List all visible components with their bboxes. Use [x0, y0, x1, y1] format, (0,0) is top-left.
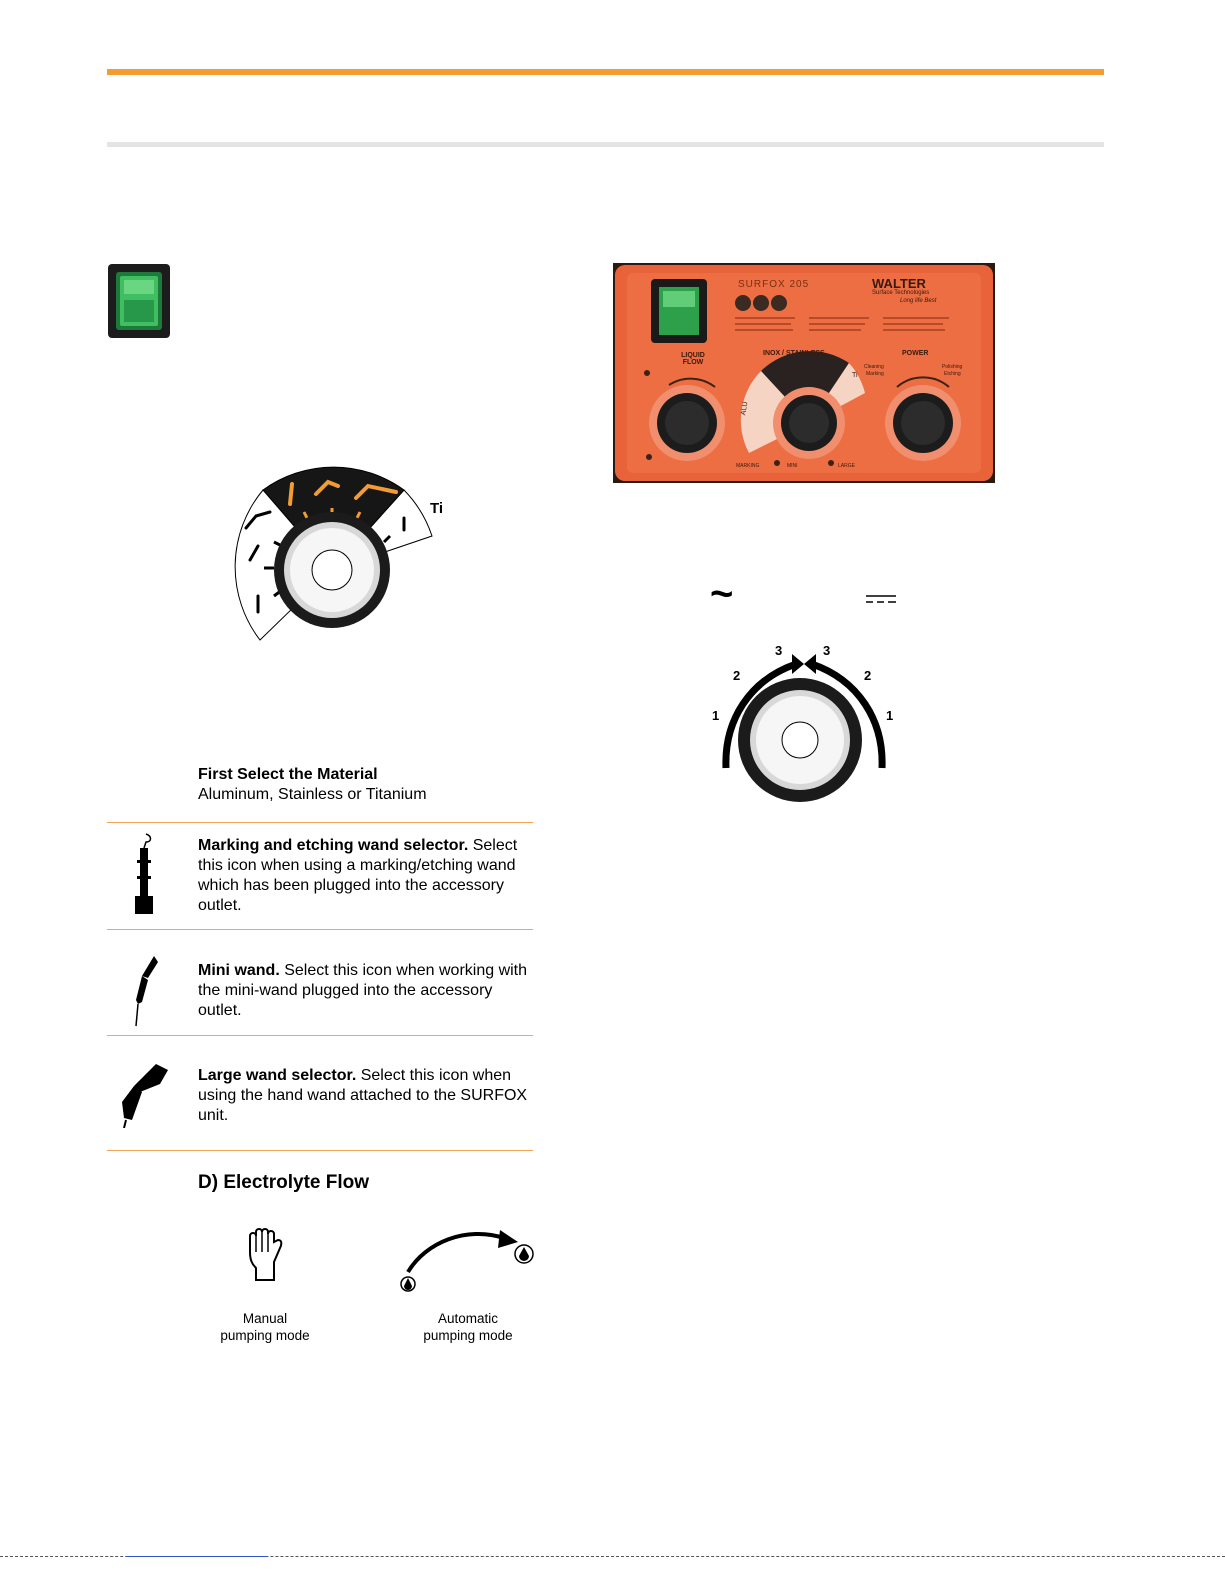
panel-etching-label: Etching: [944, 371, 961, 377]
divider-line: [107, 1150, 533, 1151]
ac-symbol-icon: ~: [710, 572, 734, 616]
panel-liquid-flow-label: LIQUID FLOW: [675, 352, 711, 366]
power-switch-icon: [108, 264, 170, 338]
footer-link-underline[interactable]: [126, 1556, 267, 1557]
marking-wand-title: Marking and etching wand selector.: [198, 837, 469, 854]
left-number-1: 1: [712, 708, 720, 723]
electrolyte-heading: D) Electrolyte Flow: [198, 1172, 370, 1193]
large-wand-text: Select this icon when using the hand wan…: [198, 1067, 528, 1124]
material-dial-illustration: [234, 466, 433, 641]
panel-power-label: POWER: [902, 350, 929, 357]
mini-wand-description: Mini wand. Select this icon when working…: [198, 961, 533, 1021]
panel-model: SURFOX 205: [738, 279, 810, 290]
panel-cleaning-label: Cleaning: [864, 364, 884, 370]
panel-marking-label: Marking: [866, 371, 884, 377]
hand-icon: [249, 1228, 283, 1281]
automatic-caption-line2: pumping mode: [423, 1328, 513, 1343]
panel-polishing-label: Polishing: [942, 364, 963, 370]
divider-line: [107, 929, 533, 930]
mini-wand-title: Mini wand.: [198, 962, 280, 979]
marking-wand-text: Select this icon when using a marking/et…: [198, 837, 518, 914]
panel-flow-label: FLOW: [682, 359, 704, 366]
large-wand-title: Large wand selector.: [198, 1067, 357, 1084]
marking-wand-icon: [135, 833, 153, 914]
panel-bottom-marking: MARKING: [736, 463, 760, 469]
titanium-label: Ti: [430, 500, 444, 517]
header-grey-rule: [107, 142, 1104, 147]
mini-wand-text: Select this icon when working with the m…: [198, 962, 528, 1019]
panel-bottom-large: LARGE: [838, 463, 855, 469]
material-section: First Select the Material Aluminum, Stai…: [198, 765, 528, 805]
mini-wand-icon: [135, 956, 158, 1027]
panel-liquid-label: LIQUID: [681, 352, 705, 359]
right-number-1: 1: [886, 708, 894, 723]
divider-line: [107, 1035, 533, 1036]
panel-inox-label: INOX / STAINLESS: [763, 350, 825, 357]
manual-caption-line1: Manual: [242, 1311, 288, 1326]
right-number-2: 2: [864, 668, 872, 683]
panel-brand-tag: Long life Best: [900, 298, 937, 304]
large-wand-icon: [122, 1064, 168, 1128]
panel-bottom-mini: MINI: [787, 463, 798, 469]
material-title: First Select the Material: [198, 766, 378, 783]
power-dial-illustration: [722, 654, 886, 802]
marking-wand-description: Marking and etching wand selector. Selec…: [198, 836, 533, 916]
manual-mode-caption: Manual pumping mode: [200, 1310, 330, 1344]
panel-brand-sub: Surface Technologies: [872, 290, 930, 296]
panel-brand: WALTER: [872, 276, 926, 291]
left-number-2: 2: [733, 668, 741, 683]
panel-ti-label: Ti: [852, 372, 858, 379]
left-number-3: 3: [775, 643, 783, 658]
automatic-flow-arrow-icon: [400, 1230, 534, 1292]
right-number-3: 3: [823, 643, 831, 658]
manual-caption-line2: pumping mode: [220, 1328, 310, 1343]
material-subtitle: Aluminum, Stainless or Titanium: [198, 786, 427, 803]
control-panel-photo: [613, 263, 995, 483]
automatic-caption-line1: Automatic: [437, 1311, 499, 1326]
large-wand-description: Large wand selector. Select this icon wh…: [198, 1066, 533, 1126]
header-accent-rule: [107, 69, 1104, 75]
page-bottom-border: [0, 1556, 1225, 1557]
divider-line: [107, 822, 533, 823]
automatic-mode-caption: Automatic pumping mode: [403, 1310, 533, 1344]
dc-symbol-icon: [866, 595, 896, 603]
